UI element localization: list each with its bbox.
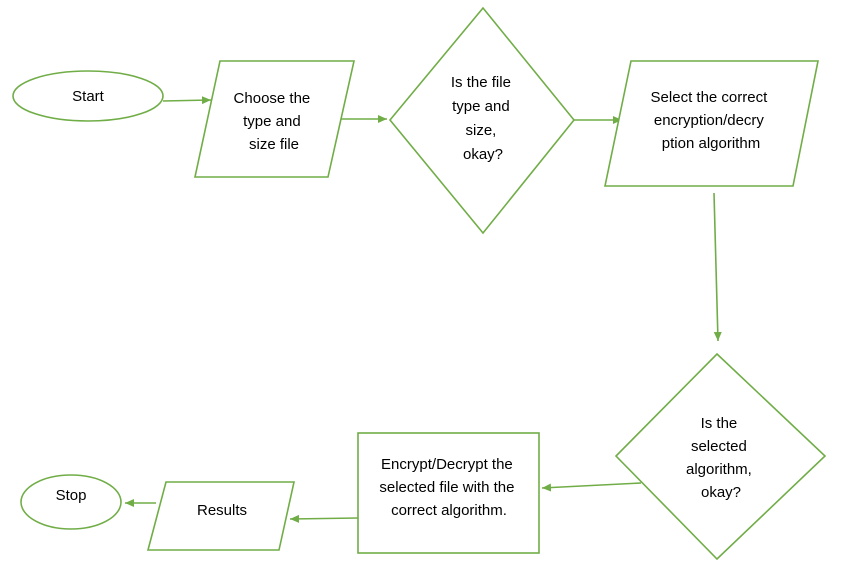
select-algorithm-input-box: Select the correct encryption/decry ptio… — [604, 60, 819, 187]
stop-label: Stop — [56, 487, 87, 504]
select-algorithm-label: Select the correct encryption/decry ptio… — [651, 89, 772, 152]
choose-file-label: Choose the type and size file — [234, 90, 315, 153]
stop-terminator: Stop — [20, 474, 122, 530]
edge-algorithm-check-to-encrypt-decrypt — [541, 482, 642, 492]
edge-select-algorithm-to-algorithm-check — [713, 192, 722, 342]
results-label: Results — [197, 502, 247, 519]
edge-encrypt-decrypt-to-results — [289, 514, 359, 523]
results-output-box: Results — [146, 481, 295, 551]
algorithm-check-label: Is the selected algorithm, okay? — [686, 415, 756, 501]
edge-start-to-choose-file — [162, 96, 212, 105]
start-label: Start — [72, 88, 105, 105]
start-terminator: Start — [12, 70, 164, 122]
algorithm-check-decision: Is the selected algorithm, okay? — [614, 352, 827, 561]
encrypt-decrypt-label: Encrypt/Decrypt the selected file with t… — [379, 456, 518, 519]
choose-file-input-box: Choose the type and size file — [194, 60, 355, 178]
encrypt-decrypt-process-box: Encrypt/Decrypt the selected file with t… — [357, 432, 540, 554]
file-check-label: Is the file type and size, okay? — [451, 74, 515, 163]
file-check-decision: Is the file type and size, okay? — [388, 6, 576, 235]
